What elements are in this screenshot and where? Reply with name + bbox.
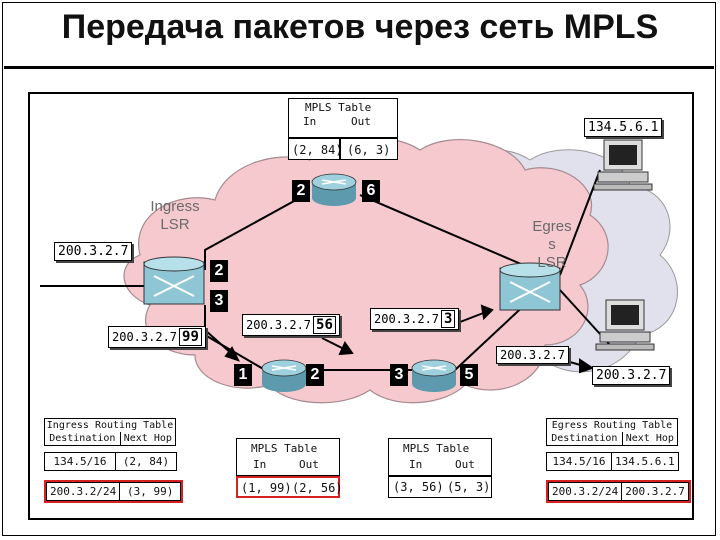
host-top-address: 134.5.6.1 (584, 118, 663, 137)
port-top-in: 2 (292, 180, 310, 202)
port-left-in: 1 (234, 364, 252, 386)
title-divider (4, 66, 714, 69)
link-right-egress (454, 299, 531, 371)
link-top-egress (359, 194, 536, 271)
packet-99-label: 99 (179, 328, 202, 346)
mpls-table-top: MPLS Table In Out (288, 98, 398, 138)
port-ingress-top: 2 (210, 260, 228, 282)
egress-output-address: 200.3.2.7 (496, 346, 570, 364)
mpls-right-row: (3, 56) (5, 3) (388, 476, 492, 498)
egress-col-nexthop: Next Hop (621, 432, 679, 446)
port-ingress-bottom: 3 (210, 290, 228, 312)
host-top-computer (593, 139, 653, 191)
packet-3-address: 200.3.2.7 (374, 312, 440, 326)
ingress-col-nexthop: Next Hop (119, 432, 177, 446)
mpls-table-title: MPLS Table (305, 101, 372, 114)
ingress-lsr-label: Ingress LSR (140, 198, 210, 234)
mpls-left-in: (1, 99) (241, 481, 292, 495)
ingress-lsr-text: Ingress LSR (150, 198, 200, 233)
link-ingress-top (204, 194, 306, 270)
mpls-top-in-cell: (2, 84) (288, 138, 343, 160)
egress-row-2-destination: 200.3.2/24 (547, 482, 623, 501)
ingress-col-destination: Destination (44, 432, 121, 446)
mpls-right-out-header: Out (455, 458, 475, 471)
mpls-top-out-cell: (6, 3) (340, 138, 398, 160)
egress-col-destination: Destination (546, 432, 623, 446)
router-egress (499, 262, 561, 311)
ingress-routing-row-2: 200.3.2/24 (3, 99) (44, 480, 184, 503)
egress-row-1-destination: 134.5/16 (546, 452, 612, 471)
link-egress-host-top (559, 169, 601, 276)
page-title: Передача пакетов через сеть MPLS (61, 8, 659, 46)
egress-text-1: Egres (532, 218, 572, 235)
egress-lsr-label: Egres s LSR (528, 218, 576, 272)
mpls-table-left-title: MPLS Table (251, 442, 318, 455)
mpls-left-out-header: Out (299, 458, 319, 471)
host-bottom-address: 200.3.2.7 (592, 366, 671, 385)
mpls-table-left: MPLS Table In Out (236, 438, 340, 476)
mpls-table-right: MPLS Table In Out (388, 438, 492, 476)
router-left (261, 359, 307, 392)
arrow-99 (204, 329, 233, 355)
packet-56-address: 200.3.2.7 (246, 318, 312, 332)
packet-99-address: 200.3.2.7 (112, 330, 178, 344)
router-right (411, 359, 457, 392)
mpls-top-in: (2, 84) (292, 143, 343, 157)
mpls-left-out: (2, 56) (292, 481, 343, 495)
egress-row-2-nexthop: 200.3.2.7 (621, 482, 689, 501)
egress-routing-title: Egress Routing Table (546, 418, 678, 432)
egress-routing-row-1: 134.5/16 134.5.6.1 (546, 452, 679, 471)
mpls-left-row: (1, 99) (2, 56) (236, 476, 343, 498)
egress-text-2: s (548, 236, 556, 253)
out-header: Out (351, 115, 371, 128)
ingress-row-2-destination: 200.3.2/24 (45, 482, 121, 501)
port-right-out: 5 (460, 364, 478, 386)
host-bottom-computer (595, 299, 655, 351)
packet-56-label: 56 (313, 316, 336, 334)
port-right-in: 3 (390, 364, 408, 386)
router-top (311, 173, 357, 206)
ingress-row-1-destination: 134.5/16 (44, 452, 116, 471)
packet-3-label: 3 (441, 310, 456, 328)
mpls-left-in-header: In (253, 458, 267, 471)
mpls-table-right-title: MPLS Table (403, 442, 470, 455)
port-left-out: 2 (306, 364, 324, 386)
ingress-row-1-nexthop: (2, 84) (115, 452, 177, 471)
in-header: In (303, 115, 317, 128)
egress-routing-row-2: 200.3.2/24 200.3.2.7 (546, 480, 691, 503)
router-ingress (143, 256, 205, 305)
mpls-right-in: (3, 56) (393, 480, 444, 494)
ingress-row-2-nexthop: (3, 99) (119, 482, 182, 501)
arrow-3 (459, 311, 487, 323)
mpls-right-in-header: In (409, 458, 423, 471)
egress-text-3: LSR (537, 254, 567, 271)
ingress-input-address: 200.3.2.7 (54, 242, 133, 261)
ingress-routing-title: Ingress Routing Table (44, 418, 176, 432)
ingress-routing-row-1: 134.5/16 (2, 84) (44, 452, 177, 471)
port-top-out: 6 (362, 180, 380, 202)
egress-row-1-nexthop: 134.5.6.1 (611, 452, 679, 471)
mpls-right-out: (5, 3) (447, 480, 491, 494)
mpls-top-out: (6, 3) (347, 143, 391, 157)
